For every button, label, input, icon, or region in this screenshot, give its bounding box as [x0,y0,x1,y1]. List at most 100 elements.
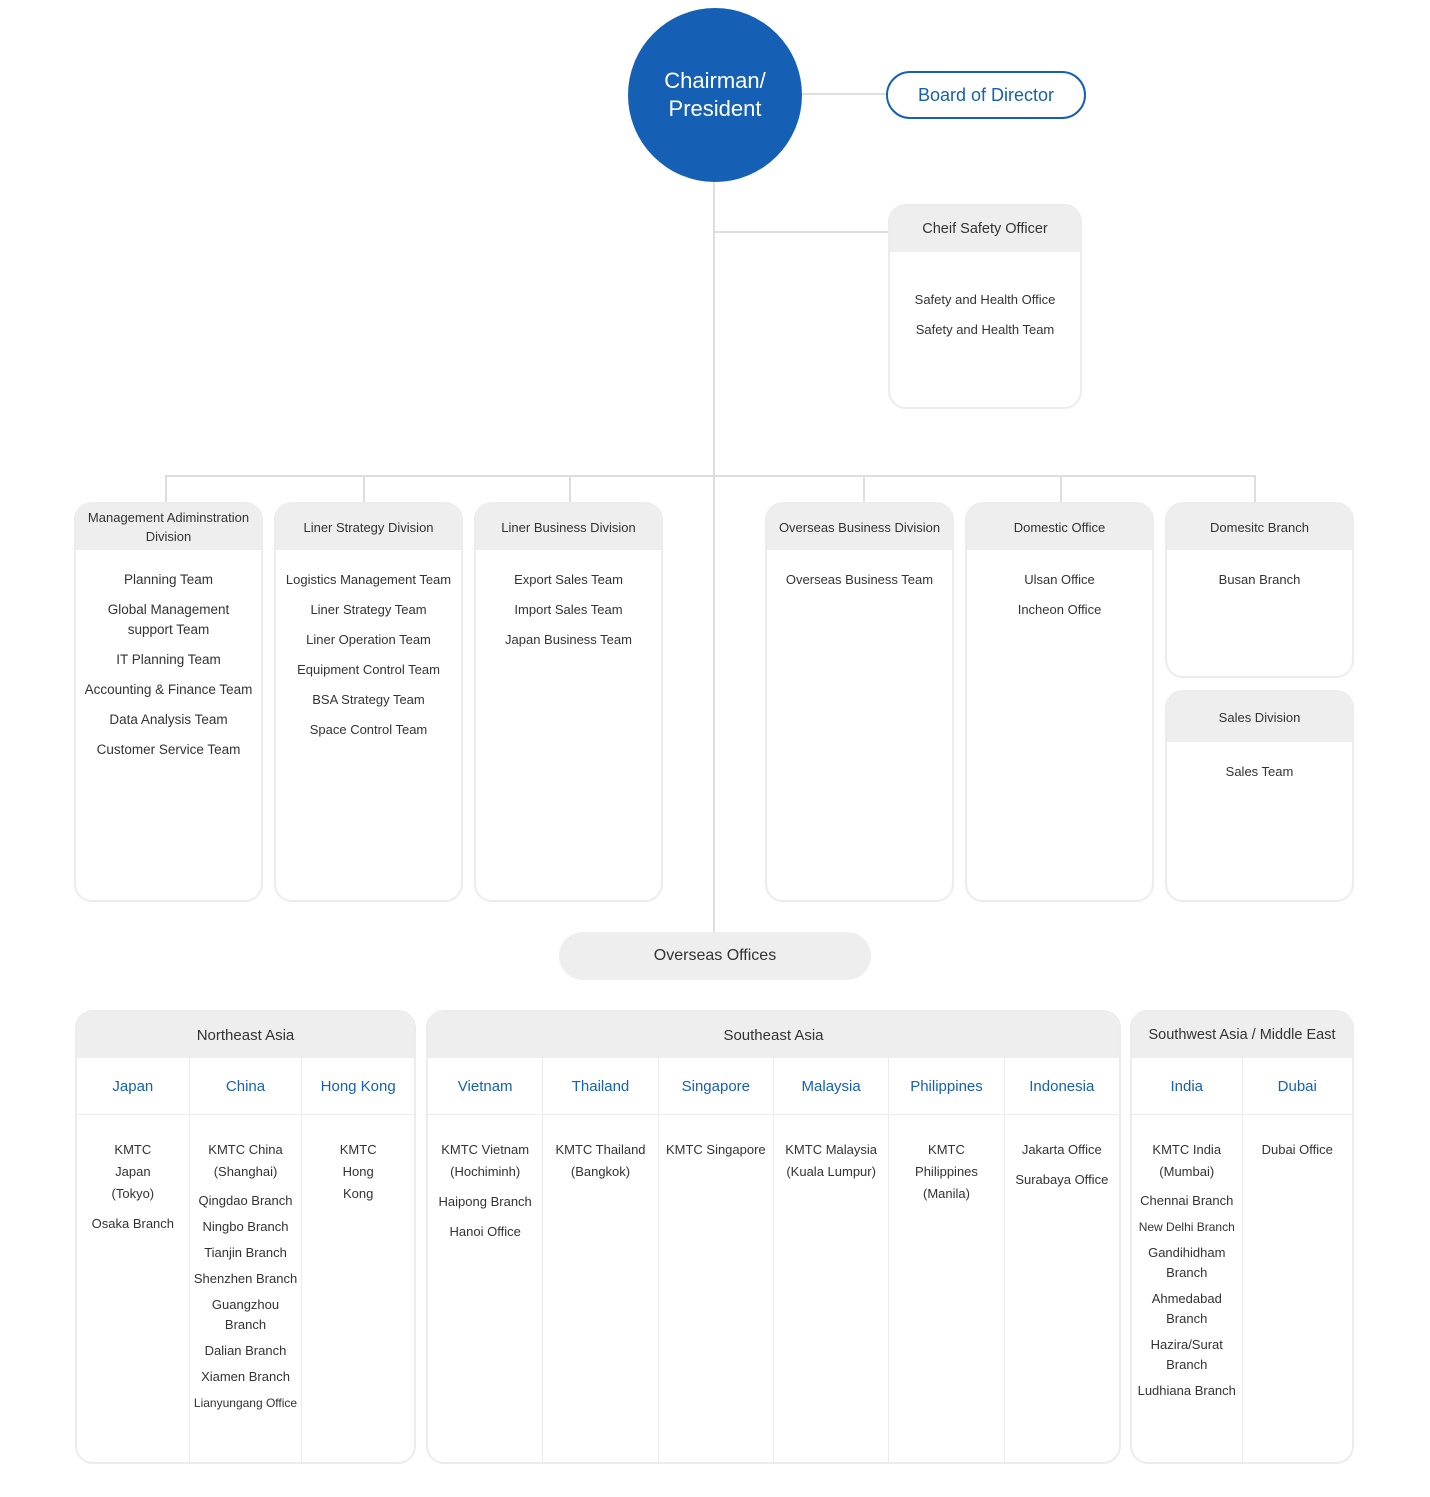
country-column-china: China KMTC China (Shanghai) Qingdao Bran… [189,1058,303,1462]
connector-line [165,475,1256,477]
country-name: Japan [77,1058,189,1115]
safety-officer-box: Cheif Safety Officer Safety and Health O… [888,204,1082,409]
team-item: Logistics Management Team [285,572,452,587]
country-column-india: India KMTC India (Mumbai) Chennai Branch… [1132,1058,1243,1462]
office-item: KMTC Vietnam (Hochiminh) [441,1142,530,1179]
division-title: Sales Division [1167,692,1352,742]
office-item: Haipong Branch [438,1194,532,1209]
division-title: Liner Strategy Division [276,504,461,550]
division-title: Domestic Office [967,504,1152,550]
safety-item: Safety and Health Team [915,322,1055,337]
country-name: Malaysia [773,1058,889,1115]
office-item: KMTC Hong Kong [339,1142,377,1201]
connector-line [569,475,571,503]
country-name: China [189,1058,302,1115]
division-management: Management Adiminstration Division Plann… [74,502,263,902]
team-item: Customer Service Team [96,742,241,757]
connector-line [715,231,889,233]
team-item: BSA Strategy Team [312,692,425,707]
office-item: KMTC Japan (Tokyo) [111,1142,155,1201]
country-column-indonesia: Indonesia Jakarta Office Surabaya Office [1004,1058,1119,1462]
chairman-node: Chairman/ President [628,8,802,182]
country-name: Dubai [1242,1058,1352,1115]
office-item: KMTC Singapore [665,1142,766,1157]
team-item: Equipment Control Team [297,662,440,677]
office-item: KMTC China (Shanghai) [208,1142,283,1179]
connector-line [165,475,167,503]
region-southeast-asia: Southeast Asia Vietnam KMTC Vietnam (Hoc… [426,1010,1121,1464]
country-column-hong-kong: Hong Kong KMTC Hong Kong [302,1058,414,1462]
team-item: Global Management support Team [107,602,230,637]
team-item: Ulsan Office [1024,572,1095,587]
connector-line [802,93,886,95]
region-title: Southeast Asia [428,1012,1119,1058]
division-title: Overseas Business Division [767,504,952,550]
office-item: Osaka Branch [91,1216,175,1231]
safety-officer-title: Cheif Safety Officer [890,206,1080,252]
country-name: Philippines [889,1058,1004,1115]
overseas-offices-label: Overseas Offices [559,932,871,980]
office-item: Xiamen Branch [201,1369,290,1384]
office-item: KMTC India (Mumbai) [1152,1142,1222,1179]
connector-line [863,475,865,503]
team-item: Busan Branch [1218,572,1301,587]
connector-line [713,182,715,932]
team-item: Incheon Office [1017,602,1102,617]
division-overseas-business: Overseas Business Division Overseas Busi… [765,502,954,902]
division-title: Domesitc Branch [1167,504,1352,550]
team-item: Data Analysis Team [109,712,228,727]
office-item: Dalian Branch [204,1343,287,1358]
office-item: KMTC Thailand (Bangkok) [555,1142,646,1179]
region-title: Southwest Asia / Middle East [1132,1012,1352,1058]
office-item: Hazira/Surat Branch [1150,1337,1223,1372]
division-liner-strategy: Liner Strategy Division Logistics Manage… [274,502,463,902]
country-name: Indonesia [1004,1058,1119,1115]
country-column-philippines: Philippines KMTC Philippines (Manila) [889,1058,1005,1462]
office-item: New Delhi Branch [1138,1220,1235,1234]
office-item: Ahmedabad Branch [1151,1291,1222,1326]
country-name: Singapore [658,1058,773,1115]
office-item: Qingdao Branch [198,1193,293,1208]
country-name: Hong Kong [302,1058,414,1115]
office-item: Lianyungang Office [193,1396,298,1410]
connector-line [363,475,365,503]
country-column-vietnam: Vietnam KMTC Vietnam (Hochiminh) Haipong… [428,1058,544,1462]
team-item: Export Sales Team [514,572,623,587]
team-item: Japan Business Team [505,632,632,647]
division-title: Liner Business Division [476,504,661,550]
connector-line [1254,475,1256,503]
team-item: Sales Team [1225,764,1294,779]
office-item: Chennai Branch [1140,1193,1234,1208]
office-item: Ningbo Branch [202,1219,289,1234]
team-item: IT Planning Team [116,652,221,667]
team-item: Import Sales Team [514,602,623,617]
team-item: Planning Team [123,572,214,587]
office-item: Guangzhou Branch [211,1297,280,1332]
chairman-line2: President [668,96,762,121]
division-domestic-branch: Domesitc Branch Busan Branch [1165,502,1354,678]
country-column-malaysia: Malaysia KMTC Malaysia (Kuala Lumpur) [773,1058,890,1462]
connector-line [1060,475,1062,503]
region-southwest-asia-middle-east: Southwest Asia / Middle East India KMTC … [1130,1010,1354,1464]
country-name: Thailand [543,1058,658,1115]
office-item: Dubai Office [1261,1142,1333,1157]
country-name: India [1132,1058,1242,1115]
division-liner-business: Liner Business Division Export Sales Tea… [474,502,663,902]
team-item: Accounting & Finance Team [84,682,253,697]
office-item: Hanoi Office [449,1224,521,1239]
team-item: Liner Strategy Team [310,602,427,617]
office-item: KMTC Malaysia (Kuala Lumpur) [785,1142,878,1179]
office-item: Jakarta Office [1021,1142,1102,1157]
team-item: Overseas Business Team [785,572,934,587]
country-column-japan: Japan KMTC Japan (Tokyo) Osaka Branch [77,1058,190,1462]
office-item: Surabaya Office [1015,1172,1109,1187]
office-item: Gandihidham Branch [1148,1245,1226,1280]
team-item: Space Control Team [309,722,428,737]
division-domestic-office: Domestic Office Ulsan Office Incheon Off… [965,502,1154,902]
chairman-line1: Chairman/ [664,68,766,93]
region-title: Northeast Asia [77,1012,414,1058]
office-item: KMTC Philippines (Manila) [915,1142,978,1201]
office-item: Shenzhen Branch [193,1271,298,1286]
office-item: Ludhiana Branch [1137,1383,1236,1398]
office-item: Tianjin Branch [204,1245,287,1260]
